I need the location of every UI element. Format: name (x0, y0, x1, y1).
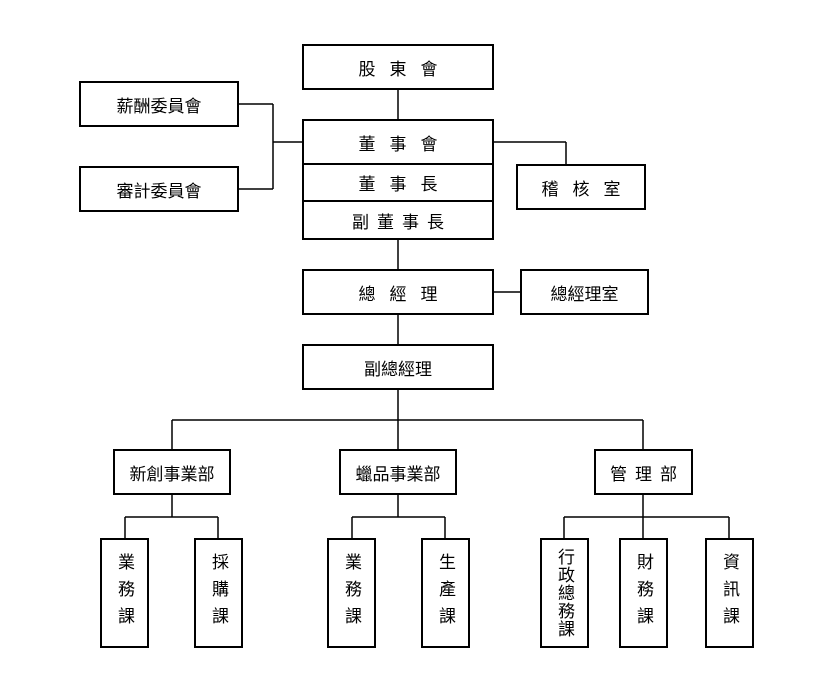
chairman-box: 董事長 (302, 163, 494, 202)
section-box: 採購課 (194, 538, 243, 648)
section-label: 行政總務課 (554, 548, 574, 638)
section-label: 資訊課 (719, 552, 739, 634)
section-label: 生產課 (435, 552, 455, 634)
internal-audit-label: 稽核室 (541, 179, 635, 200)
division-box: 新創事業部 (113, 449, 231, 495)
section-box: 行政總務課 (540, 538, 589, 648)
section-label: 財務課 (633, 552, 653, 634)
deputy-gm-box: 副總經理 (302, 344, 494, 390)
vice-chairman-label: 副董事長 (352, 212, 452, 233)
section-box: 業務課 (100, 538, 149, 648)
internal-audit-box: 稽核室 (516, 164, 646, 210)
section-box: 資訊課 (705, 538, 754, 648)
vice-chairman-box: 副董事長 (302, 200, 494, 240)
gm-office-label: 總經理室 (550, 284, 619, 305)
gm-office-box: 總經理室 (520, 269, 649, 315)
audit-committee-label: 審計委員會 (116, 181, 202, 202)
division-label: 管理部 (610, 464, 685, 485)
shareholders-label: 股東會 (358, 59, 452, 80)
compensation-committee-label: 薪酬委員會 (116, 96, 202, 117)
division-label: 蠟品事業部 (355, 464, 441, 485)
board-box: 董事會 (302, 119, 494, 165)
audit-committee-box: 審計委員會 (79, 166, 239, 212)
section-box: 生產課 (421, 538, 470, 648)
compensation-committee-box: 薪酬委員會 (79, 81, 239, 127)
section-box: 業務課 (327, 538, 376, 648)
section-label: 採購課 (208, 552, 228, 634)
board-label: 董事會 (358, 134, 452, 155)
general-manager-box: 總經理 (302, 269, 494, 315)
section-label: 業務課 (114, 552, 134, 634)
division-box: 管理部 (594, 449, 693, 495)
chairman-label: 董事長 (358, 175, 452, 195)
shareholders-box: 股東會 (302, 44, 494, 90)
division-box: 蠟品事業部 (339, 449, 457, 495)
section-label: 業務課 (341, 552, 361, 634)
section-box: 財務課 (619, 538, 668, 648)
general-manager-label: 總經理 (358, 284, 452, 305)
division-label: 新創事業部 (129, 464, 215, 485)
deputy-gm-label: 副總經理 (364, 359, 432, 380)
